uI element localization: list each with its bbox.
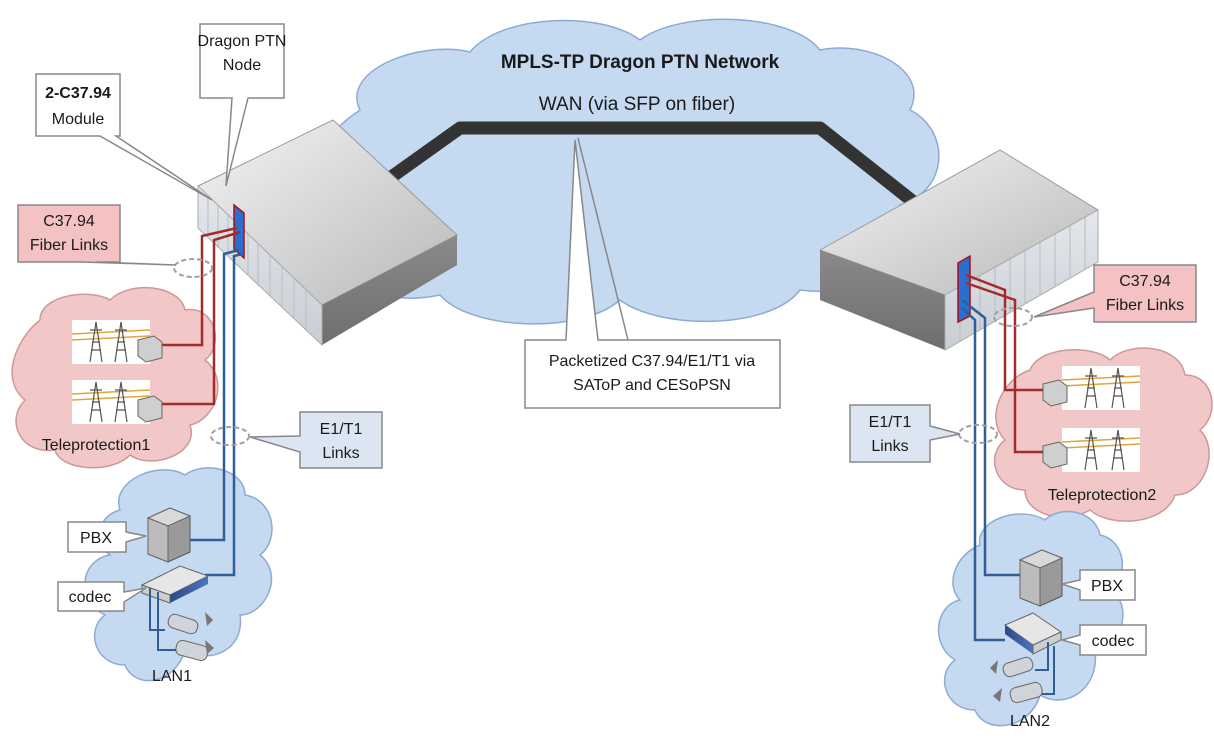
fiber-right-label-line1: C37.94 — [1119, 273, 1171, 290]
e1-right-label-line1: E1/T1 — [869, 414, 912, 431]
module-label-line1: 2-C37.94 — [45, 85, 111, 102]
transmission-tower-icon — [89, 321, 128, 363]
callout-codec-right: codec — [1059, 624, 1147, 656]
right-lan-links — [1035, 642, 1055, 695]
callout-module: 2-C37.94 Module — [35, 73, 213, 201]
left-fiber-links — [162, 226, 241, 406]
right-fiber-links — [965, 273, 1043, 454]
teleprotection-device-left-2 — [71, 380, 163, 424]
callout-pbx-left: PBX — [67, 521, 147, 553]
right-fiber-marker — [993, 307, 1033, 327]
callout-packetized: Packetized C37.94/E1/T1 via SAToP and CE… — [524, 137, 781, 409]
codec-right-label: codec — [1092, 633, 1135, 650]
callout-node: Dragon PTN Node — [198, 23, 287, 187]
module-label-line2: Module — [52, 111, 105, 128]
right-e1-marker — [958, 424, 998, 444]
callout-e1-left: E1/T1 Links — [249, 411, 383, 469]
pbx-right-label: PBX — [1091, 578, 1123, 595]
teleprotection-device-right-1 — [1042, 366, 1141, 410]
relay-box-icon — [137, 335, 163, 363]
lan2-label: LAN2 — [1010, 713, 1050, 730]
relay-box-icon — [1042, 379, 1068, 407]
e1-left-label-line1: E1/T1 — [320, 421, 363, 438]
teleprotection-device-left-1 — [71, 320, 163, 364]
relay-box-icon — [137, 395, 163, 423]
node-label-line1: Dragon PTN — [198, 33, 287, 50]
left-lan-links — [149, 588, 176, 651]
callout-e1-right: E1/T1 Links — [849, 404, 961, 463]
lan1-label: LAN1 — [152, 668, 192, 685]
packetized-label-line2: SAToP and CESoPSN — [573, 377, 731, 394]
right-e1-links — [961, 299, 1020, 642]
teleprotection1-label: Teleprotection1 — [42, 437, 151, 454]
relay-box-icon — [1042, 441, 1068, 469]
dragon-ptn-node-right — [818, 149, 1099, 351]
teleprotection2-label: Teleprotection2 — [1048, 487, 1157, 504]
pbx-left-label: PBX — [80, 530, 112, 547]
codec-left-label: codec — [69, 589, 112, 606]
pbx-server-left — [146, 507, 192, 563]
left-e1-marker — [210, 426, 250, 446]
callout-fiber-right: C37.94 Fiber Links — [1033, 264, 1197, 323]
transmission-tower-icon — [1084, 367, 1125, 409]
dragon-ptn-node-left — [197, 119, 458, 347]
callout-codec-left: codec — [57, 581, 147, 612]
wan-label: WAN (via SFP on fiber) — [539, 94, 735, 115]
fiber-right-label-line2: Fiber Links — [1106, 297, 1184, 314]
e1-right-label-line2: Links — [871, 438, 908, 455]
callout-pbx-right: PBX — [1059, 569, 1136, 601]
wan-cloud-title: MPLS-TP Dragon PTN Network — [501, 52, 780, 73]
e1-left-label-line2: Links — [322, 445, 359, 462]
fiber-left-label-line2: Fiber Links — [30, 237, 108, 254]
camera-icon-left — [167, 612, 214, 662]
transmission-tower-icon — [1084, 429, 1125, 471]
teleprotection1-cloud — [11, 287, 219, 469]
teleprotection-device-right-2 — [1042, 428, 1141, 472]
camera-icon-right — [990, 656, 1043, 704]
wan-link — [341, 121, 935, 221]
left-fiber-marker — [173, 258, 213, 278]
packetized-label-line1: Packetized C37.94/E1/T1 via — [549, 353, 755, 370]
transmission-tower-icon — [89, 381, 128, 423]
callout-fiber-left: C37.94 Fiber Links — [17, 204, 177, 266]
node-label-line2: Node — [223, 57, 261, 74]
fiber-left-label-line1: C37.94 — [43, 213, 95, 230]
pbx-server-right — [1018, 549, 1064, 607]
left-e1-links — [185, 248, 243, 577]
